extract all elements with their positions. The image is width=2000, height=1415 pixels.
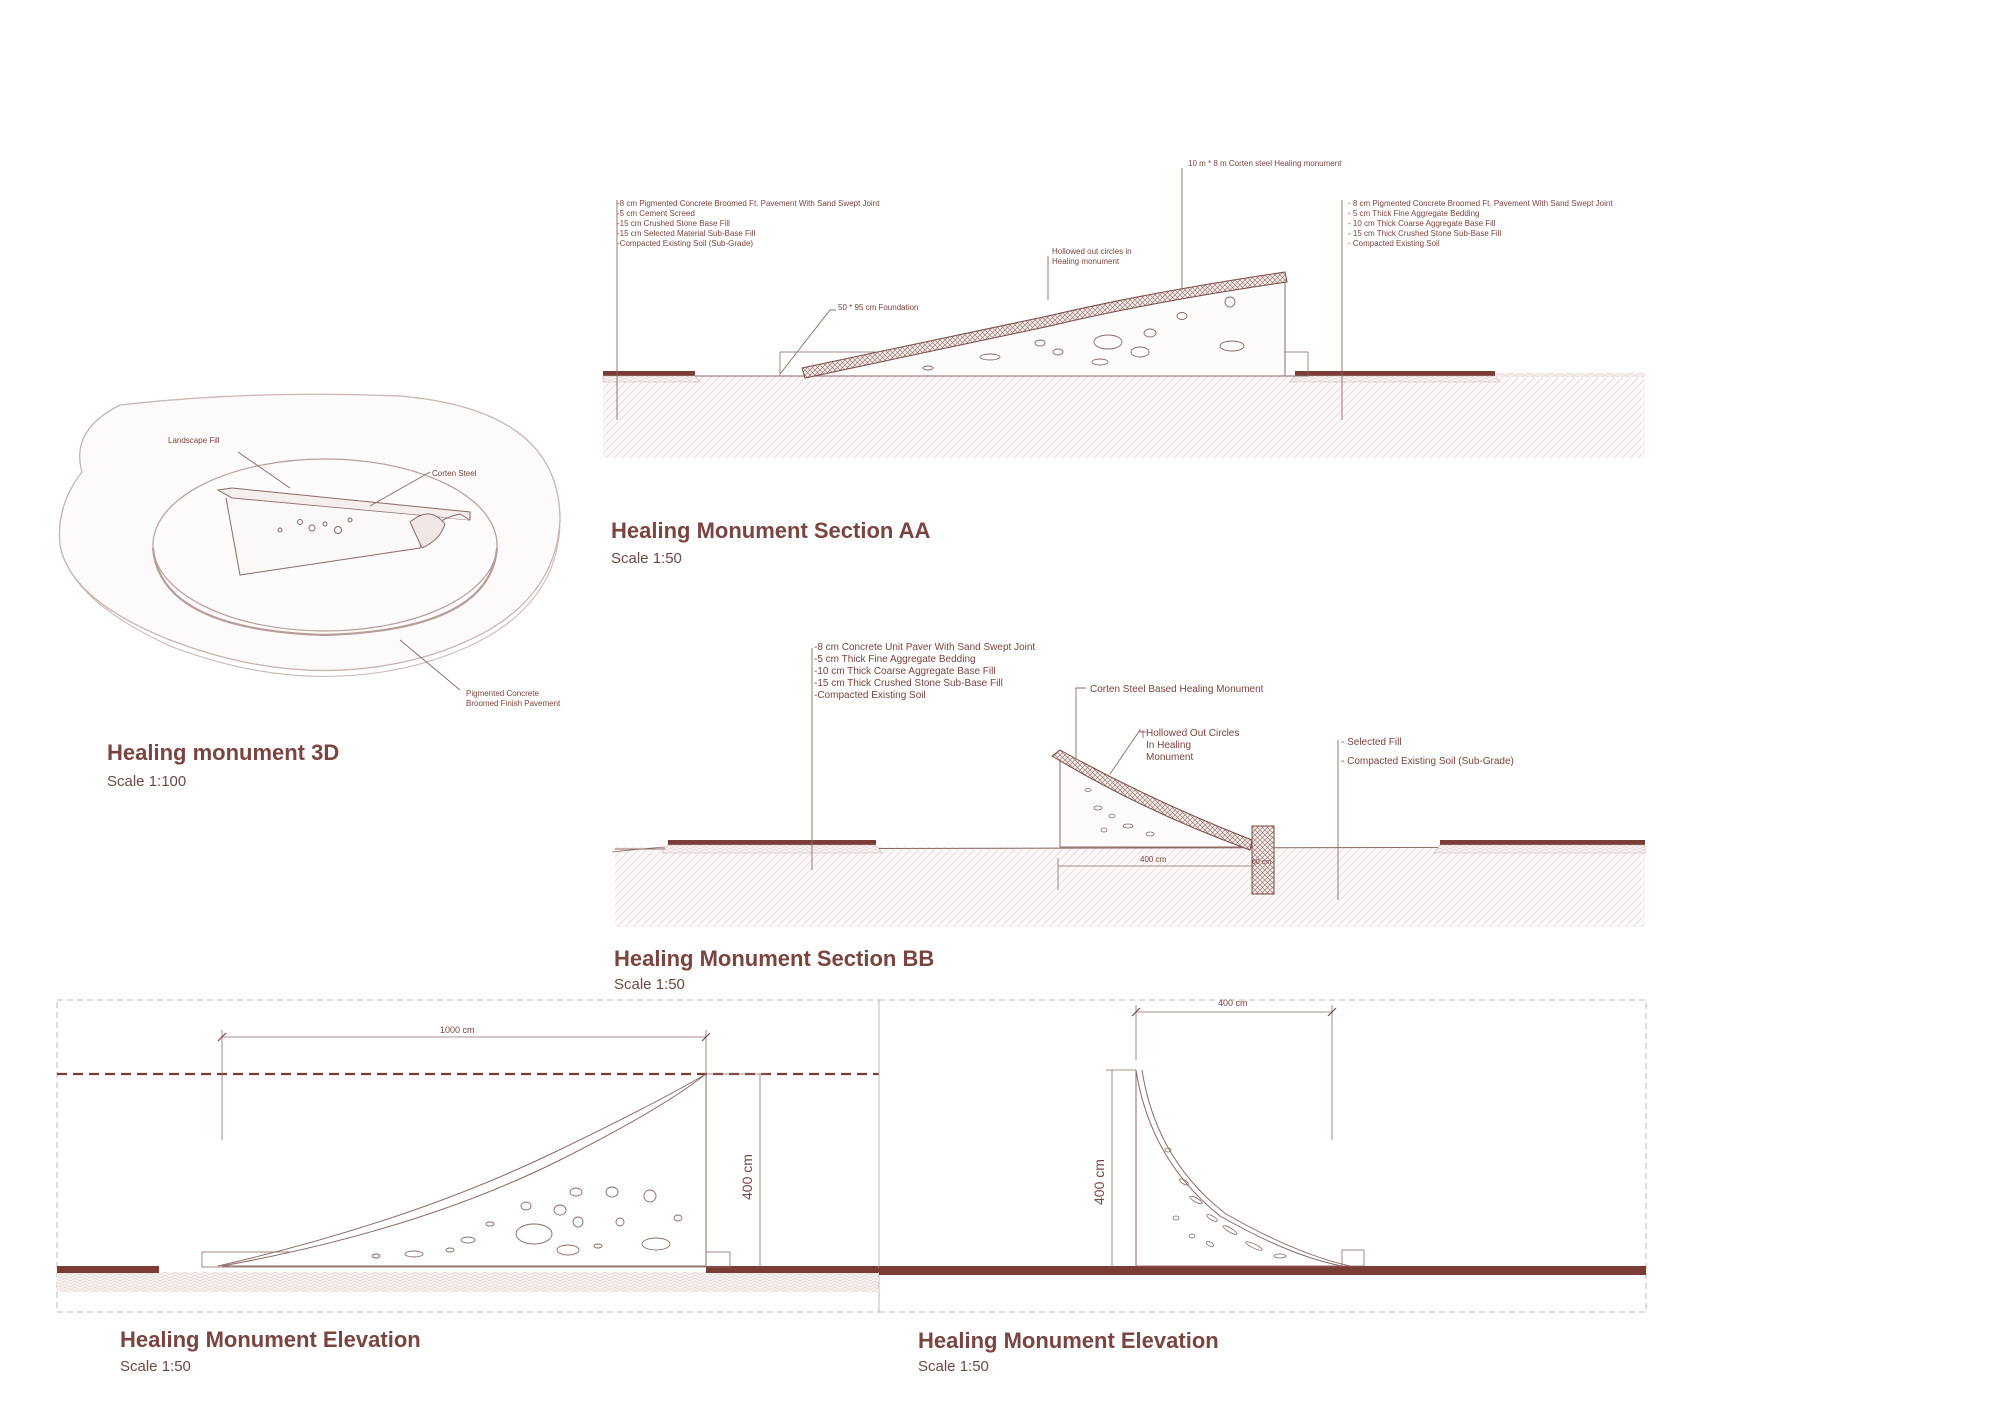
bb-hollow-note-1: Hollowed Out Circles: [1146, 728, 1239, 739]
elev1-dim-height: 400 cm: [739, 1154, 755, 1200]
aa-right-layer: - 15 cm Thick Crushed Stone Sub-Base Fil…: [1348, 229, 1501, 238]
aa-top-note: 10 m * 8 m Corten steel Healing monument: [1188, 159, 1342, 168]
scale-elevation-1: Scale 1:50: [120, 1358, 191, 1375]
aa-hollow-note-2: Healing monument: [1052, 257, 1120, 266]
bb-layers: -8 cm Concrete Unit Paver With Sand Swep…: [814, 642, 1035, 701]
aa-right-layer: - Compacted Existing Soil: [1348, 239, 1440, 248]
aa-left-layer: -8 cm Pigmented Concrete Broomed Ft. Pav…: [617, 199, 880, 208]
foundation-bb: [1251, 825, 1275, 895]
bb-monument-note: Corten Steel Based Healing Monument: [1090, 684, 1264, 695]
bb-layer: -15 cm Thick Crushed Stone Sub-Base Fill: [814, 678, 1003, 689]
label-corten-steel: Corten Steel: [432, 469, 477, 478]
elevation-2: 400 cm 400 cm: [878, 998, 1647, 1313]
aa-left-layers: -8 cm Pigmented Concrete Broomed Ft. Pav…: [617, 199, 880, 248]
title-elevation-1: Healing Monument Elevation: [120, 1327, 421, 1352]
bb-layer: -Compacted Existing Soil: [814, 690, 926, 701]
scale-section-aa: Scale 1:50: [611, 550, 682, 567]
bb-layer: -5 cm Thick Fine Aggregate Bedding: [814, 654, 976, 665]
bb-dim-foundation: 60 cm: [1252, 859, 1271, 866]
title-3d: Healing monument 3D: [107, 740, 340, 765]
title-elevation-2: Healing Monument Elevation: [918, 1328, 1219, 1353]
aa-right-layer: - 10 cm Thick Coarse Aggregate Base Fill: [1348, 219, 1496, 228]
aa-left-layer: -15 cm Selected Material Sub-Base Fill: [617, 229, 756, 238]
aa-foundation-note: 50 * 95 cm Foundation: [838, 303, 919, 312]
scale-3d: Scale 1:100: [107, 773, 187, 790]
aa-left-layer: -15 cm Crushed Stone Base Fill: [617, 219, 730, 228]
scale-section-bb: Scale 1:50: [614, 976, 685, 993]
section-aa: 10 m * 8 m Corten steel Healing monument…: [602, 159, 1645, 458]
monument-plate-aa: [801, 271, 1288, 379]
elev1-dim-width: 1000 cm: [440, 1025, 475, 1035]
bb-layer: -8 cm Concrete Unit Paver With Sand Swep…: [814, 642, 1035, 653]
elev2-dim-height: 400 cm: [1091, 1159, 1107, 1205]
bb-dim-width: 400 cm: [1140, 855, 1167, 864]
label-pavement-2: Broomed Finish Pavement: [466, 699, 561, 708]
bb-hollow-note-3: Monument: [1146, 752, 1193, 763]
aa-left-layer: -5 cm Cement Screed: [617, 209, 695, 218]
bb-selected-fill: - Selected Fill: [1341, 737, 1402, 748]
bb-layer: -10 cm Thick Coarse Aggregate Base Fill: [814, 666, 996, 677]
scale-elevation-2: Scale 1:50: [918, 1358, 989, 1375]
title-section-aa: Healing Monument Section AA: [611, 518, 931, 543]
monument-3d: [216, 487, 471, 576]
monument-elev-2: [1135, 1069, 1343, 1267]
label-landscape-fill: Landscape Fill: [168, 436, 220, 445]
bb-hollow-note-2: In Healing: [1146, 740, 1191, 751]
elev2-dim-width: 400 cm: [1218, 998, 1248, 1008]
aa-right-layers: - 8 cm Pigmented Concrete Broomed Ft. Pa…: [1348, 199, 1613, 248]
aa-right-layer: - 8 cm Pigmented Concrete Broomed Ft. Pa…: [1348, 199, 1613, 208]
bb-compacted-soil: - Compacted Existing Soil (Sub-Grade): [1341, 756, 1514, 767]
monument-elev-1: [221, 1072, 707, 1267]
label-pavement-1: Pigmented Concrete: [466, 689, 539, 698]
view-3d: Landscape Fill Corten Steel Pigmented Co…: [58, 393, 561, 708]
aa-left-layer: -Compacted Existing Soil (Sub-Grade): [617, 239, 753, 248]
section-bb: 400 cm 60 cm -8 cm Concrete Unit Paver W…: [611, 642, 1646, 927]
aa-right-layer: - 5 cm Thick Fine Aggregate Bedding: [1348, 209, 1479, 218]
aa-hollow-note-1: Hollowed out circles in: [1052, 247, 1132, 256]
elevation-1: 1000 cm 400 cm: [56, 999, 880, 1313]
title-section-bb: Healing Monument Section BB: [614, 946, 935, 971]
